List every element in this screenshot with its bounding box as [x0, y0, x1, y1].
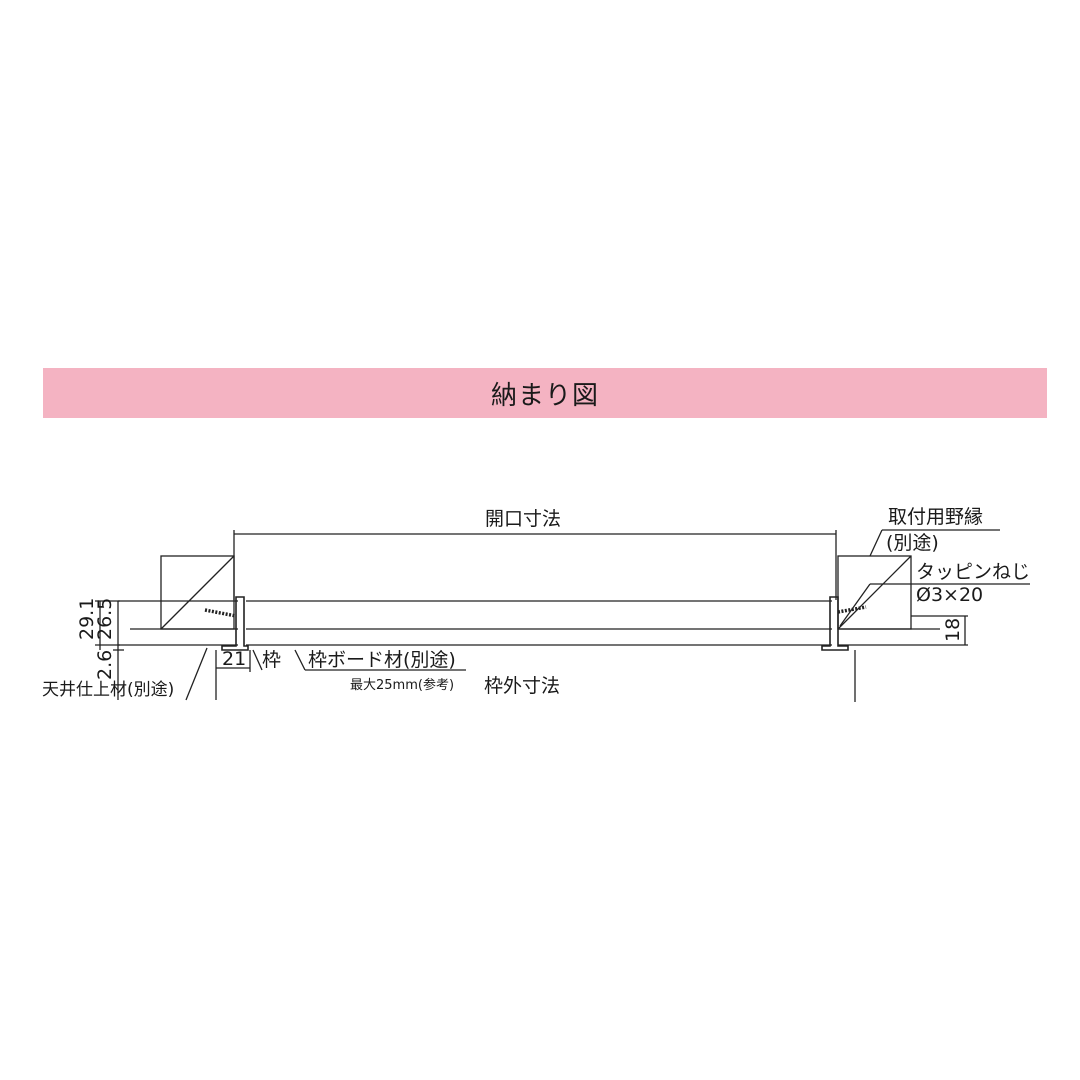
dimension-18: 18	[942, 617, 964, 642]
mounting-furring-note: (別途)	[886, 532, 939, 554]
tapping-screw-spec: Ø3×20	[916, 584, 984, 606]
mounting-furring-label: 取付用野縁	[888, 506, 984, 528]
opening-dimension-label: 開口寸法	[485, 508, 562, 530]
frame-board-label: 枠ボード材(別途)	[308, 649, 456, 671]
dimension-21: 21	[222, 648, 247, 670]
outer-frame-dimension-label: 枠外寸法	[484, 675, 561, 697]
header-title: 納まり図	[490, 380, 599, 411]
tapping-screw-label: タッピンねじ	[916, 561, 1031, 583]
frame-board-note: 最大25mm(参考)	[350, 678, 455, 693]
ceiling-finish-label: 天井仕上材(別途)	[42, 680, 175, 700]
dimension-2-6: 2.6	[94, 649, 116, 680]
frame-label: 枠	[262, 649, 282, 671]
dimension-26-5: 26.5	[94, 597, 116, 640]
header-bar: 納まり図	[43, 368, 1047, 418]
